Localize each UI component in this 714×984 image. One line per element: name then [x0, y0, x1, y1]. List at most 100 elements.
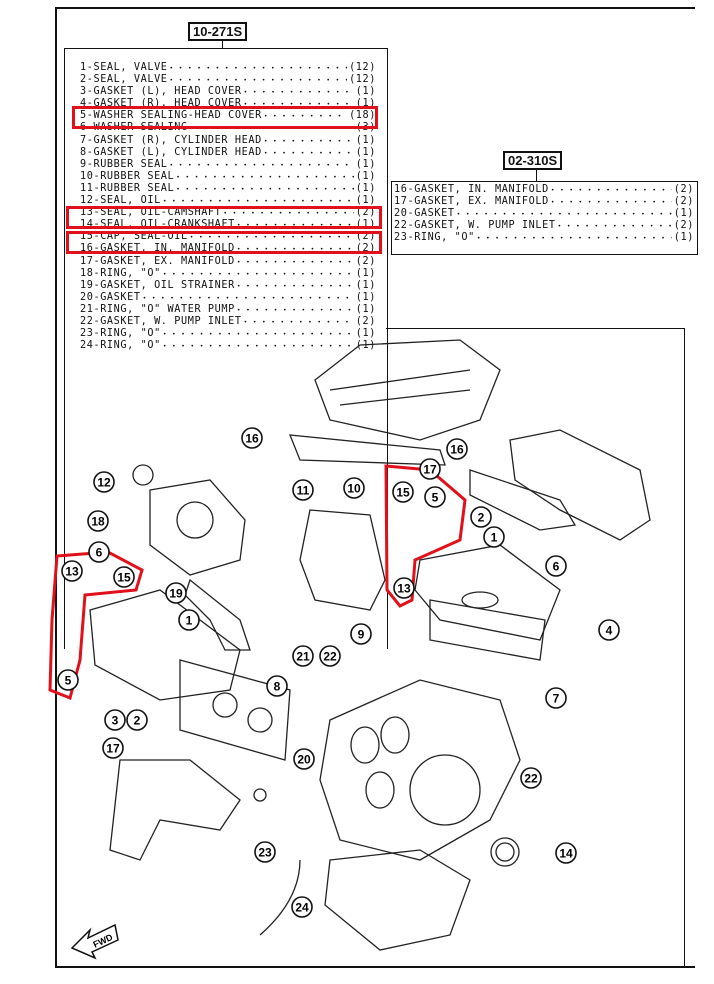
callout-5: 5 [424, 486, 446, 508]
connector-line [536, 170, 537, 182]
sub-kit-list: 16-GASKET, IN. MANIFOLD (2)17-GASKET, EX.… [394, 184, 694, 244]
callout-number: 24 [295, 901, 309, 915]
callout-24: 24 [291, 896, 313, 918]
part-qty: (1) [355, 182, 376, 194]
part-qty: (18) [349, 110, 376, 122]
parts-list-row: 20-GASKET(1) [80, 292, 376, 304]
callout-3: 3 [104, 709, 126, 731]
callout-number: 13 [65, 565, 79, 579]
parts-list-row: 22-GASKET, W. PUMP INLET(2) [394, 220, 694, 232]
callout-circle [292, 645, 314, 667]
callout-number: 15 [117, 571, 131, 585]
part-qty: (2) [355, 231, 376, 243]
parts-list-row: 17-GASKET, EX. MANIFOLD(2) [394, 196, 694, 208]
callout-circle [350, 623, 372, 645]
callout-number: 1 [491, 531, 498, 545]
callout-number: 12 [97, 476, 111, 490]
part-qty: (1) [355, 303, 376, 315]
callout-number: 16 [245, 432, 259, 446]
callout-circle [470, 506, 492, 528]
callout-circle [545, 555, 567, 577]
parts-list-row: 15-CAP, SEAL-OIL (2) [80, 231, 376, 243]
callout-circle [555, 842, 577, 864]
part-qty: (1) [355, 146, 376, 158]
parts-list-row: 8-GASKET (L), CYLINDER HEAD(1) [80, 147, 376, 159]
callout-circle [293, 748, 315, 770]
callout-2: 2 [126, 709, 148, 731]
callout-15: 15 [392, 481, 414, 503]
parts-list-row: 24-RING, "O"(1) [80, 340, 376, 352]
cylinder-head-left [89, 589, 241, 701]
highlight-item-15 [66, 231, 382, 254]
part-label: 10-RUBBER SEAL [80, 170, 175, 182]
engine-block [319, 679, 521, 861]
callout-number: 8 [274, 680, 281, 694]
parts-list-row: 4-GASKET (R), HEAD COVER(1) [80, 98, 376, 110]
callout-number: 9 [358, 628, 365, 642]
parts-list-row: 21-RING, "O" WATER PUMP(1) [80, 304, 376, 316]
callout-circle [57, 669, 79, 691]
frame-top-line [55, 7, 695, 9]
callout-circle [446, 438, 468, 460]
sub-kit-code: 02-310S [503, 151, 563, 170]
part-qty: (2) [355, 207, 376, 219]
fwd-arrow-icon [70, 923, 119, 960]
callout-number: 15 [396, 486, 410, 500]
part-label: 11-RUBBER SEAL [80, 182, 175, 194]
parts-list-row: 7-GASKET (R), CYLINDER HEAD(1) [80, 135, 376, 147]
callout-number: 4 [606, 624, 613, 638]
part-label: 15-CAP, SEAL-OIL [80, 231, 188, 243]
callout-number: 19 [169, 587, 183, 601]
callout-17: 17 [419, 458, 441, 480]
part-label: 16-GASKET, IN. MANIFOLD [394, 184, 549, 195]
callout-circle [520, 767, 542, 789]
part-qty: (1) [355, 86, 376, 98]
part-qty: (1) [355, 267, 376, 279]
parts-list-row: 14-SEAL, OIL-CRANKSHAFT(1) [80, 219, 376, 231]
part-label: 18-RING, "O" [80, 267, 161, 279]
callout-circle [292, 479, 314, 501]
parts-list-row: 18-RING, "O" (1) [80, 268, 376, 280]
part-label: 22-GASKET, W. PUMP INLET [394, 220, 556, 232]
callout-circle [343, 477, 365, 499]
part-qty: (1) [355, 219, 376, 231]
callout-number: 11 [297, 484, 310, 498]
parts-list-row: 1-SEAL, VALVE(12) [80, 62, 376, 74]
part-label: 22-GASKET, W. PUMP INLET [80, 315, 242, 327]
parts-list-row: 12-SEAL, OIL(1) [80, 195, 376, 207]
callout-number: 22 [524, 772, 538, 786]
callout-number: 5 [65, 674, 72, 688]
callout-circle [87, 510, 109, 532]
callout-number: 6 [553, 560, 560, 574]
parts-list-row: 5-WASHER SEALING-HEAD COVER(18) [80, 110, 376, 122]
callout-16: 16 [446, 438, 468, 460]
callout-circle [102, 737, 124, 759]
callout-circle [88, 541, 110, 563]
part-qty: (1) [355, 195, 376, 207]
callout-22: 22 [520, 767, 542, 789]
callout-circle [483, 526, 505, 548]
callout-circle [266, 675, 288, 697]
callout-circle [424, 486, 446, 508]
callout-6: 6 [545, 555, 567, 577]
oil-pan [324, 849, 471, 951]
part-label: 3-GASKET (L), HEAD COVER [80, 86, 242, 98]
part-qty: (2) [673, 196, 694, 208]
part-label: 19-GASKET, OIL STRAINER [80, 279, 235, 291]
part-label: 17-GASKET, EX. MANIFOLD [80, 255, 235, 267]
callout-2: 2 [470, 506, 492, 528]
callout-17: 17 [102, 737, 124, 759]
callout-number: 5 [432, 491, 439, 505]
callout-circle [61, 560, 83, 582]
parts-list-row: 2-SEAL, VALVE (12) [80, 74, 376, 86]
part-qty: (12) [349, 74, 376, 86]
callout-6: 6 [88, 541, 110, 563]
part-label: 2-SEAL, VALVE [80, 74, 168, 86]
part-label: 23-RING, "O" [394, 232, 475, 244]
part-qty: (2) [355, 255, 376, 267]
oil-pump-cover [149, 479, 246, 576]
part-label: 23-RING, "O" [80, 328, 161, 340]
callout-1: 1 [178, 609, 200, 631]
frame-bottom-line [55, 966, 695, 968]
